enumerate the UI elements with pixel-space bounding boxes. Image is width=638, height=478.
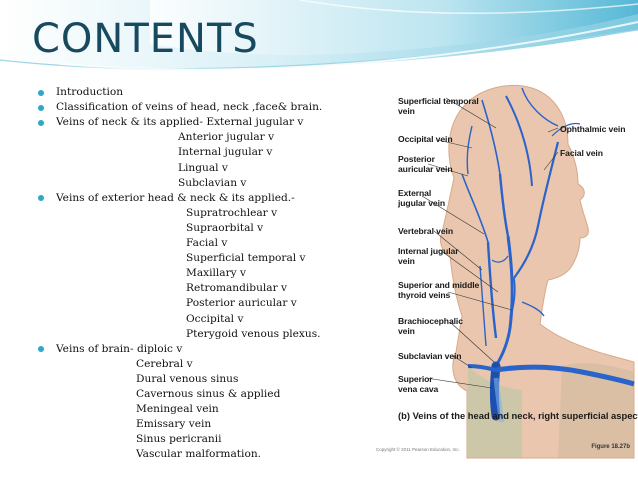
contents-item: Veins of brain- diploic v: [56, 342, 183, 355]
label-text: Posterior auricular vein: [398, 154, 453, 174]
figure-copyright: Copyright © 2011 Pearson Education, Inc.: [376, 447, 460, 452]
label-text: External jugular vein: [398, 188, 446, 208]
label-text: Subclavian vein: [398, 351, 462, 361]
bullet-dot: [38, 346, 44, 353]
contents-subitem: Retromandibular v: [186, 282, 288, 295]
head-neck-veins-figure: Superficial temporal vein Occipital vein…: [372, 66, 638, 460]
contents-item: Introduction: [56, 86, 124, 98]
label-posterior-auricular-vein: Posterior auricular vein: [398, 154, 453, 174]
contents-subitem: Lingual v: [178, 161, 228, 174]
contents-subitem: Superficial temporal v: [186, 252, 306, 265]
head-neck-illustration: [421, 85, 635, 459]
label-internal-jugular-vein: Internal jugular vein: [398, 246, 459, 266]
label-thyroid-veins: Superior and middle thyroid veins: [398, 280, 479, 300]
bullet-dot: [38, 104, 44, 111]
label-text: Facial vein: [560, 148, 603, 158]
label-text: Vertebral vein: [398, 226, 453, 236]
contents-subitem: Emissary vein: [136, 418, 212, 431]
contents-subitem: Subclavian v: [178, 176, 247, 189]
label-vertebral-vein: Vertebral vein: [398, 226, 453, 236]
label-superficial-temporal-vein: Superficial temporal vein: [398, 96, 479, 116]
contents-subitem: Meningeal vein: [136, 403, 219, 416]
label-subclavian-vein: Subclavian vein: [398, 351, 462, 361]
contents-item: Veins of neck & its applied- External ju…: [56, 116, 304, 129]
contents-subitem: Cavernous sinus & applied: [136, 388, 281, 400]
label-ophthalmic-vein: Ophthalmic vein: [560, 124, 625, 134]
contents-subitem: Internal jugular v: [178, 146, 273, 159]
label-facial-vein: Facial vein: [560, 148, 603, 158]
contents-subitem: Occipital v: [186, 312, 244, 325]
contents-subitem: Facial v: [186, 237, 228, 249]
label-external-jugular-vein: External jugular vein: [398, 188, 445, 208]
contents-subitem: Dural venous sinus: [136, 372, 239, 385]
label-text: Superior vena cava: [398, 374, 439, 394]
slide-title: CONTENTS: [32, 16, 259, 62]
contents-subitem: Supratrochlear v: [186, 206, 278, 219]
contents-subitem: Anterior jugular v: [178, 131, 275, 144]
figure-caption: (b) Veins of the head and neck, right su…: [398, 410, 638, 421]
contents-subitem: Cerebral v: [136, 357, 193, 370]
label-text: Internal jugular vein: [398, 246, 459, 266]
label-text: Brachiocephalic vein: [398, 316, 463, 336]
label-superior-vena-cava: Superior vena cava: [398, 374, 438, 394]
figure-reference: Figure 18.27b: [591, 444, 630, 450]
label-text: Occipital vein: [398, 134, 453, 144]
label-text: Ophthalmic vein: [560, 124, 626, 134]
label-text: Superficial temporal vein: [398, 96, 479, 116]
contents-subitem: Posterior auricular v: [186, 297, 297, 310]
bullet-dot: [38, 195, 44, 202]
bullet-dot: [38, 119, 44, 126]
label-text: Superior and middle thyroid veins: [398, 280, 480, 300]
contents-item: Veins of exterior head & neck & its appl…: [56, 191, 295, 204]
contents-subitem: Sinus pericranii: [136, 433, 222, 446]
contents-subitem: Pterygoid venous plexus.: [186, 327, 321, 340]
contents-item: Classification of veins of head, neck ,f…: [56, 101, 323, 114]
label-brachiocephalic-vein: Brachiocephalic vein: [398, 316, 463, 336]
bullet-dot: [38, 89, 44, 96]
contents-subitem: Vascular malformation.: [136, 448, 262, 461]
label-occipital-vein: Occipital vein: [398, 134, 453, 144]
header-swoosh-decoration: [0, 0, 638, 80]
contents-subitem: Supraorbital v: [186, 221, 264, 234]
contents-subitem: Maxillary v: [186, 267, 247, 280]
